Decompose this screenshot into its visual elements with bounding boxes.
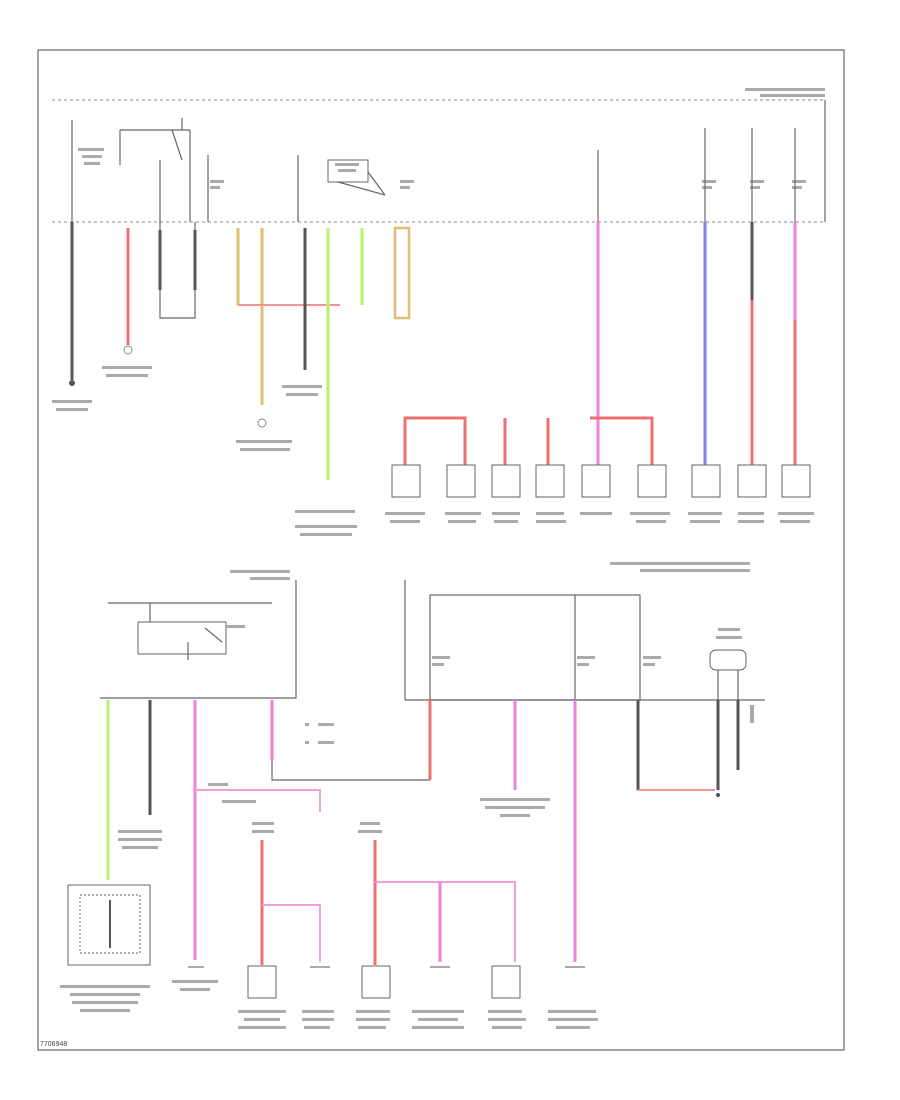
component-5 — [581, 464, 611, 498]
component-6 — [637, 464, 667, 498]
component-7 — [691, 464, 721, 498]
component-11 — [247, 965, 277, 999]
top-components — [52, 366, 814, 536]
component-2 — [446, 464, 476, 498]
component-13 — [491, 965, 521, 999]
diagram-frame — [37, 49, 845, 1051]
component-1 — [391, 464, 421, 498]
component-9 — [781, 464, 811, 498]
page-code: 7706948 — [40, 1041, 67, 1048]
bottom-right-junction — [404, 562, 765, 962]
component-12 — [361, 965, 391, 999]
top-fuse-box — [52, 88, 826, 223]
top-wires — [69, 222, 797, 480]
component-8 — [737, 464, 767, 498]
component-3 — [491, 464, 521, 498]
component-4 — [535, 464, 565, 498]
bottom-left-junction — [60, 570, 598, 1029]
